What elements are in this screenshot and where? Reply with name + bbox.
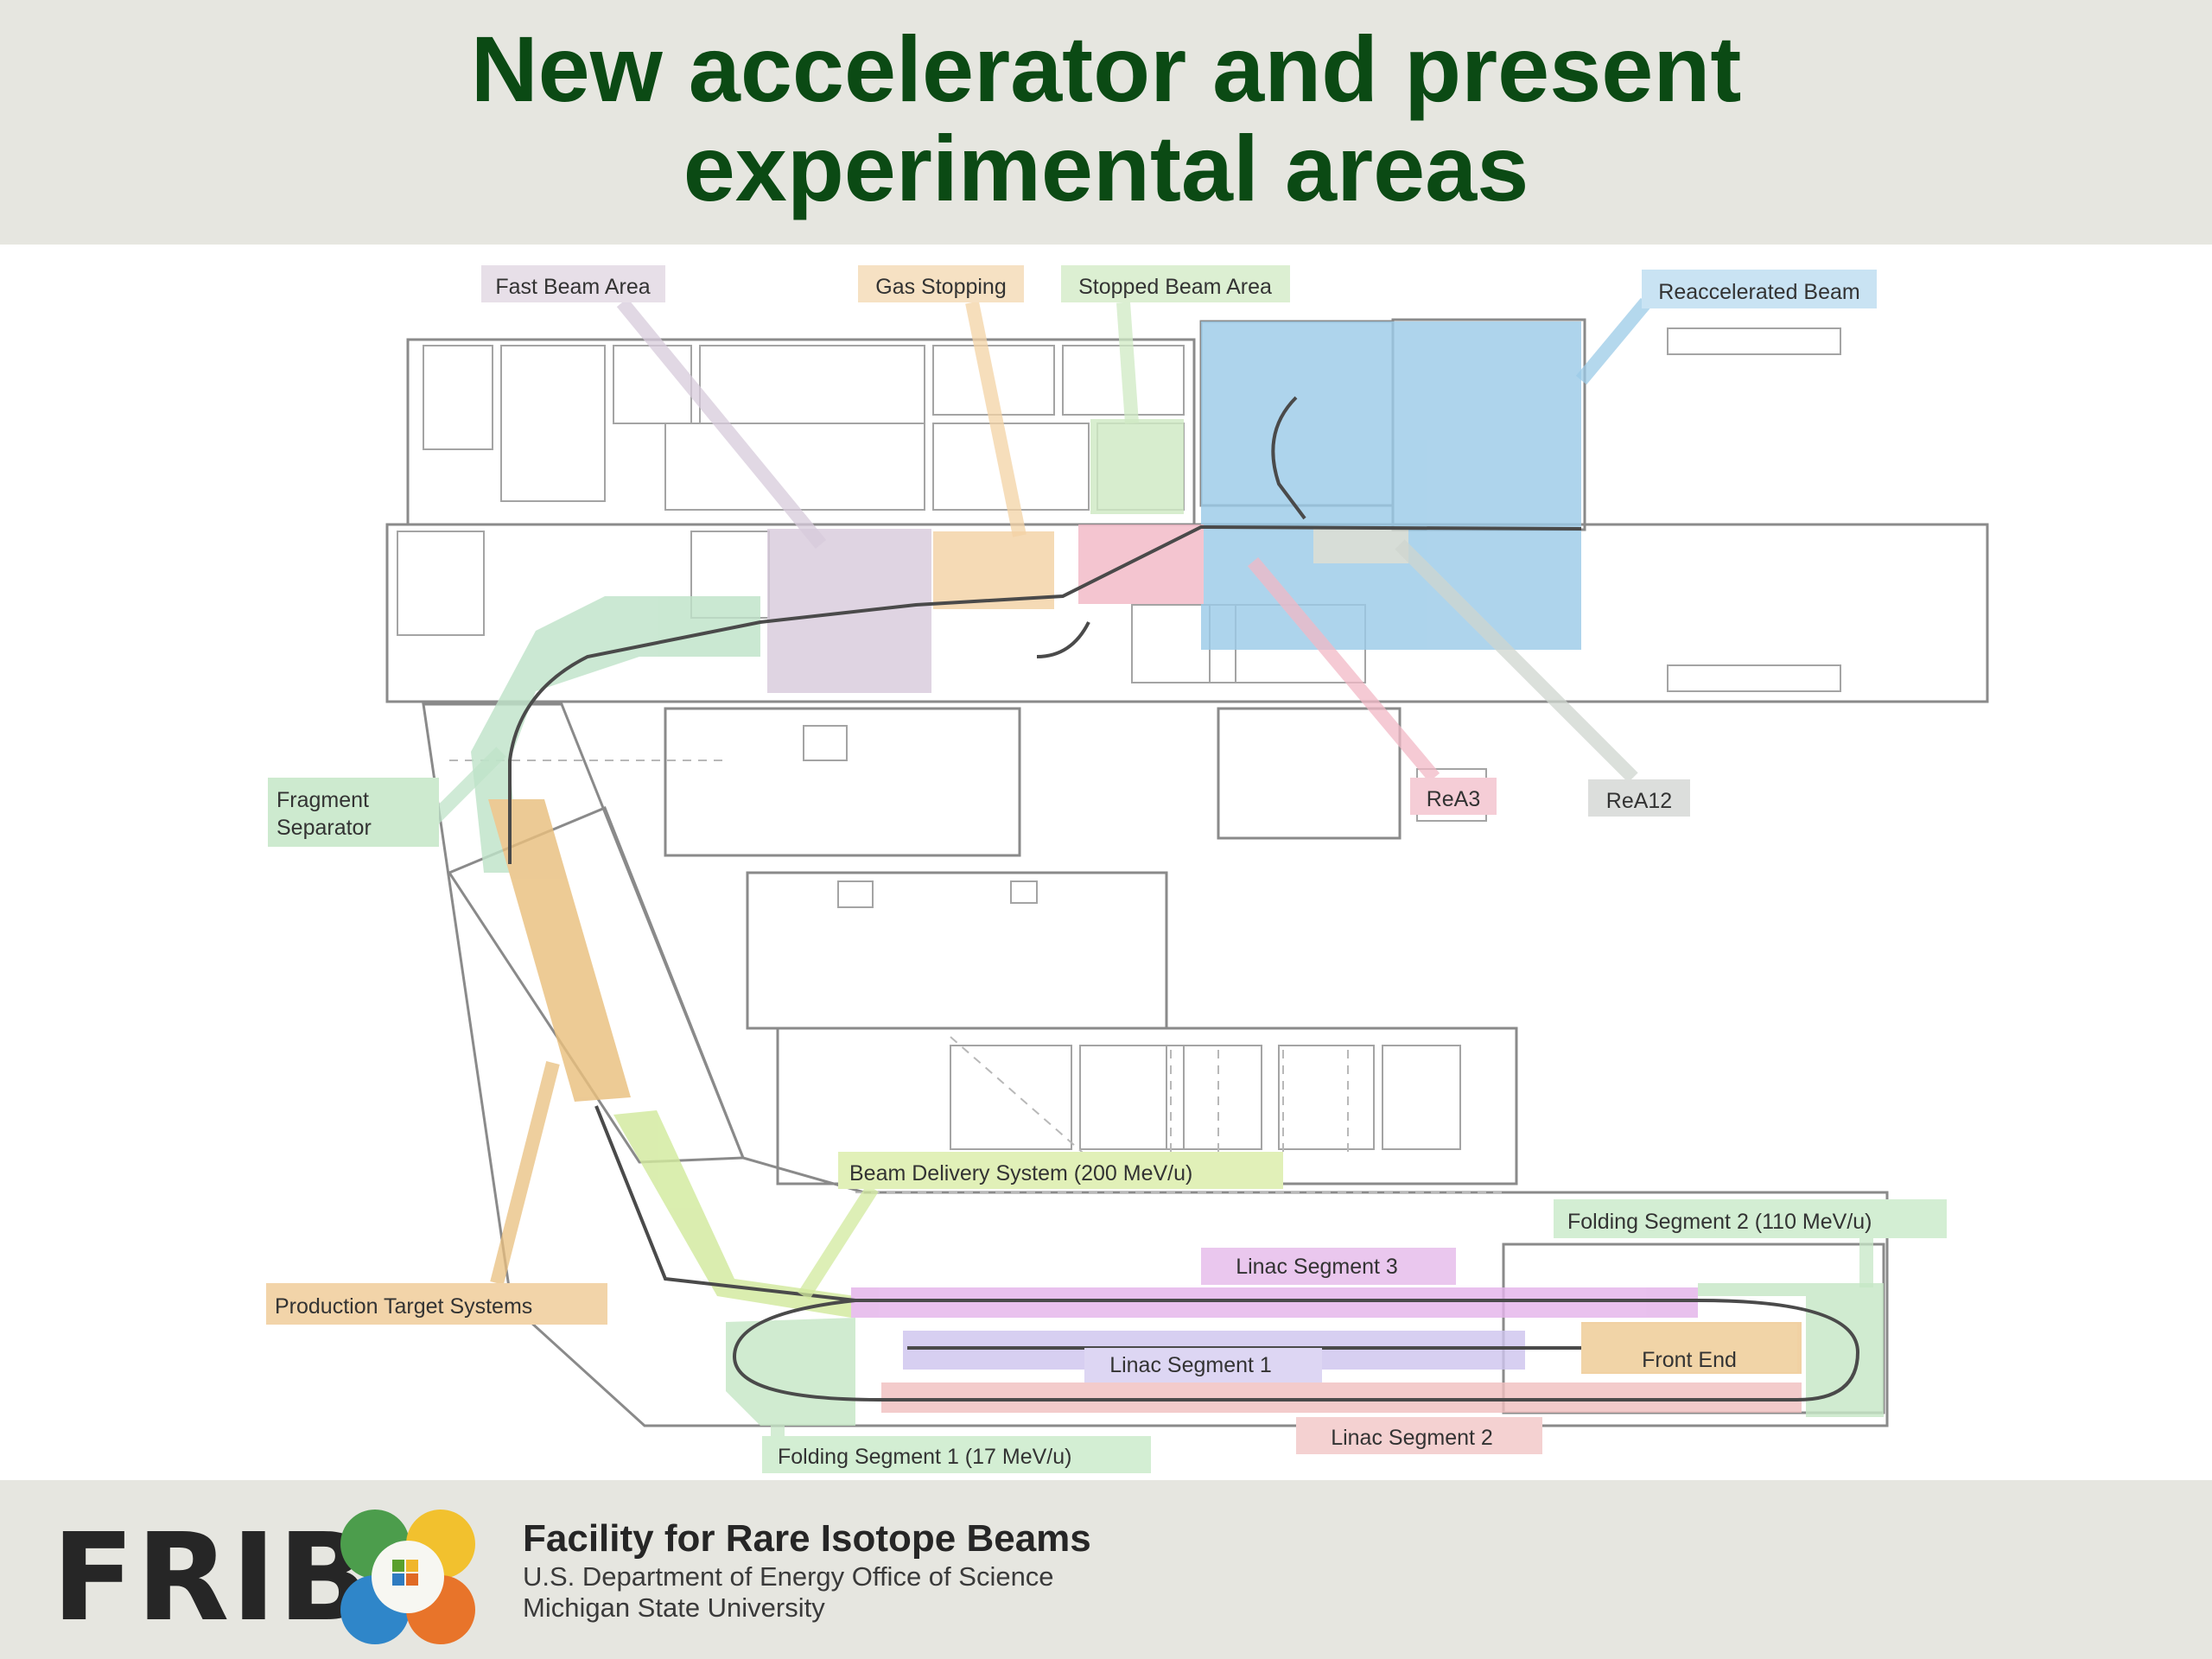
area-linac-segment-3: [851, 1287, 1698, 1318]
svg-text:Folding Segment 1 (17 MeV/u): Folding Segment 1 (17 MeV/u): [778, 1445, 1071, 1469]
svg-text:ReA3: ReA3: [1427, 787, 1481, 811]
beam-lines: [508, 396, 1860, 1402]
svg-text:Gas Stopping: Gas Stopping: [875, 275, 1007, 299]
svg-text:Fast Beam Area: Fast Beam Area: [495, 275, 650, 299]
building-outline: [385, 318, 1989, 1427]
leader-lines: [427, 297, 1873, 1439]
svg-text:Production Target Systems: Production Target Systems: [275, 1294, 532, 1319]
area-production-target: [488, 799, 631, 1102]
label-reaccelerated-beam: Reaccelerated Beam: [1642, 270, 1877, 308]
dashed-grid: [449, 760, 1503, 1193]
room-partitions: [397, 327, 1841, 1150]
frib-logo-mark: [340, 1510, 475, 1644]
highlighted-areas: [471, 321, 1884, 1426]
svg-text:Reaccelerated Beam: Reaccelerated Beam: [1658, 280, 1859, 304]
area-reaccelerated-beam: [1201, 321, 1581, 650]
svg-text:Linac Segment 1: Linac Segment 1: [1109, 1353, 1272, 1377]
label-linac-segment-3: Linac Segment 3: [1201, 1248, 1456, 1285]
label-production-target-systems: Production Target Systems: [266, 1283, 607, 1325]
frib-logo-text: FRIB: [52, 1508, 372, 1649]
label-stopped-beam-area: Stopped Beam Area: [1061, 265, 1290, 302]
org-name: Facility for Rare Isotope Beams: [523, 1517, 1091, 1560]
svg-text:Linac Segment 2: Linac Segment 2: [1331, 1426, 1493, 1450]
area-linac-segment-2: [881, 1382, 1802, 1413]
slide-title-line-1: New accelerator and present: [470, 16, 1742, 121]
slide-title-line-2: experimental areas: [683, 116, 1529, 220]
label-fast-beam-area: Fast Beam Area: [481, 265, 665, 302]
slide-title: New accelerator and present experimental…: [0, 19, 2212, 218]
area-folding-segment-2: [1698, 1283, 1884, 1417]
svg-text:Separator: Separator: [276, 816, 372, 840]
label-folding-segment-1: Folding Segment 1 (17 MeV/u): [762, 1436, 1151, 1473]
label-linac-segment-1: Linac Segment 1: [1084, 1348, 1322, 1382]
label-linac-segment-2: Linac Segment 2: [1296, 1417, 1542, 1454]
label-fragment-separator: Fragment Separator: [268, 778, 439, 847]
area-beam-delivery: [613, 1110, 855, 1318]
title-band: New accelerator and present experimental…: [0, 0, 2212, 245]
org-affiliation-msu: Michigan State University: [523, 1592, 825, 1623]
label-beam-delivery-system: Beam Delivery System (200 MeV/u): [838, 1152, 1283, 1189]
footer-band: FRIB Facility for Rare Isotope Beams U.S…: [0, 1480, 2212, 1659]
area-stopped-beam: [1090, 419, 1184, 514]
svg-text:Linac Segment 3: Linac Segment 3: [1236, 1255, 1398, 1279]
label-rea3: ReA3: [1410, 778, 1497, 815]
label-gas-stopping: Gas Stopping: [858, 265, 1024, 302]
svg-text:Beam Delivery System (200 MeV/: Beam Delivery System (200 MeV/u): [849, 1161, 1192, 1185]
area-fragment-separator: [471, 596, 760, 873]
svg-text:Folding Segment 2 (110 MeV/u): Folding Segment 2 (110 MeV/u): [1567, 1210, 1872, 1234]
svg-text:Front End: Front End: [1642, 1348, 1737, 1372]
organization-block: Facility for Rare Isotope Beams U.S. Dep…: [523, 1516, 1091, 1624]
org-affiliation-doe: U.S. Department of Energy Office of Scie…: [523, 1561, 1054, 1592]
facility-floor-plan: Fast Beam Area Gas Stopping Stopped Beam…: [266, 265, 1989, 1473]
svg-text:Fragment: Fragment: [276, 788, 369, 812]
label-folding-segment-2: Folding Segment 2 (110 MeV/u): [1554, 1199, 1947, 1238]
svg-text:ReA12: ReA12: [1606, 789, 1672, 813]
area-rea12: [1313, 529, 1408, 563]
label-rea12: ReA12: [1588, 779, 1690, 817]
label-front-end: Front End: [1581, 1324, 1797, 1372]
svg-text:Stopped Beam Area: Stopped Beam Area: [1078, 275, 1272, 299]
